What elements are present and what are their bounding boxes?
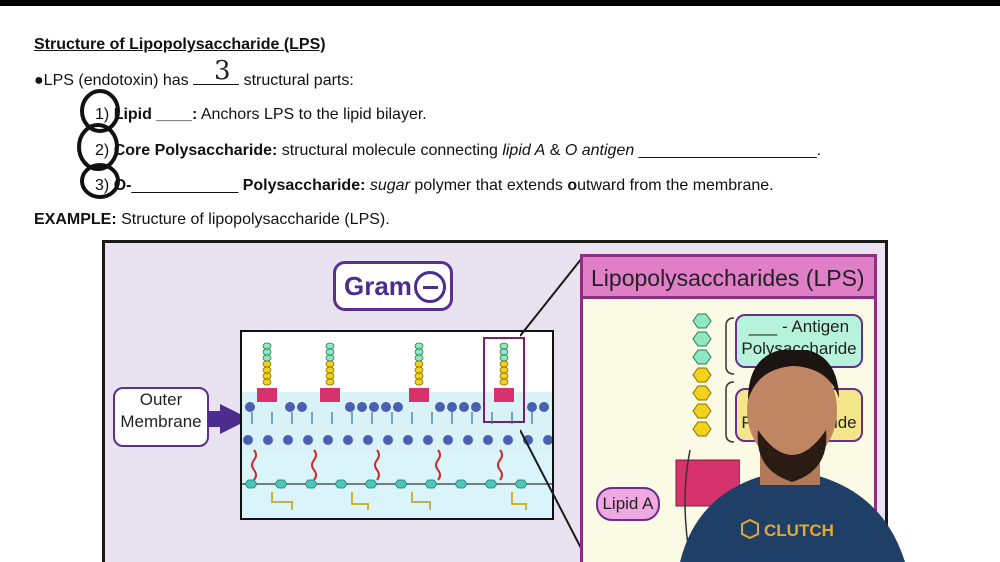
handwritten-circles (77, 89, 120, 199)
intro-line: ●LPS (endotoxin) has structural parts: (34, 70, 354, 90)
part-desc: Anchors LPS to the lipid bilayer. (197, 106, 427, 123)
example-label: EXAMPLE: (34, 211, 117, 228)
clutch-logo-icon (741, 518, 759, 540)
lps-molecule (675, 313, 740, 559)
part-italic: lipid A (502, 142, 546, 159)
part-italic: sugar (365, 177, 410, 194)
part-2: 2) Core Polysaccharide: structural molec… (95, 142, 821, 160)
handwritten-number: 3 (214, 56, 231, 86)
part-3: 3) O-____________ Polysaccharide: sugar … (95, 177, 774, 195)
intro-suffix: structural parts: (243, 72, 354, 89)
part-bold-letter: o (567, 177, 578, 194)
outer-membrane-label: Outer Membrane (113, 387, 209, 447)
part-1: 1) Lipid ____: Anchors LPS to the lipid … (95, 106, 427, 124)
part-term: Core Polysaccharide: (113, 142, 278, 159)
brackets (725, 317, 735, 443)
part-blank: ____________ (131, 177, 239, 194)
brand-label: CLUTCH (764, 521, 834, 540)
membrane-illustration (242, 337, 552, 518)
top-bar (0, 0, 1000, 6)
example-text: Structure of lipopolysaccharide (LPS). (116, 211, 390, 228)
arrow-shaft (208, 411, 222, 427)
minus-icon (414, 271, 446, 303)
part-number: 1) (95, 106, 110, 123)
part-number: 3) (95, 177, 110, 194)
part-term: Lipid ____: (113, 106, 198, 123)
outer-membrane-line: Outer (139, 390, 183, 409)
intro-prefix: LPS (endotoxin) has (43, 72, 189, 89)
part-desc: & (545, 142, 565, 159)
lipid-a-tag: Lipid A (596, 487, 660, 521)
part-desc: utward from the membrane. (577, 177, 774, 194)
tag-line: Polysaccharide (741, 339, 857, 358)
membrane-diagram (240, 330, 554, 520)
part-desc: ____________________. (634, 142, 822, 159)
outer-membrane-line: Membrane (120, 412, 202, 431)
gram-negative-badge: Gram (333, 261, 453, 311)
bullet: ● (34, 72, 44, 89)
part-desc: structural molecule connecting (277, 142, 503, 159)
part-number: 2) (95, 142, 110, 159)
gram-label: Gram (344, 271, 412, 301)
intro-blank (193, 70, 240, 85)
o-antigen-tag: ___ - Antigen Polysaccharide (735, 314, 863, 368)
tag-line: ___ - Antigen (748, 317, 850, 336)
part-term: Polysaccharide: (238, 177, 366, 194)
example-line: EXAMPLE: Structure of lipopolysaccharide… (34, 211, 390, 229)
page-title: Structure of Lipopolysaccharide (LPS) (34, 36, 326, 53)
lps-panel-title: Lipopolysaccharides (LPS) (591, 265, 865, 291)
presenter-video: CLUTCH (680, 350, 905, 562)
zoom-connector-lines (520, 257, 583, 551)
part-italic: O antigen (564, 142, 635, 159)
lps-panel-header: Lipopolysaccharides (LPS) (583, 257, 874, 299)
part-desc: polymer that extends (409, 177, 568, 194)
